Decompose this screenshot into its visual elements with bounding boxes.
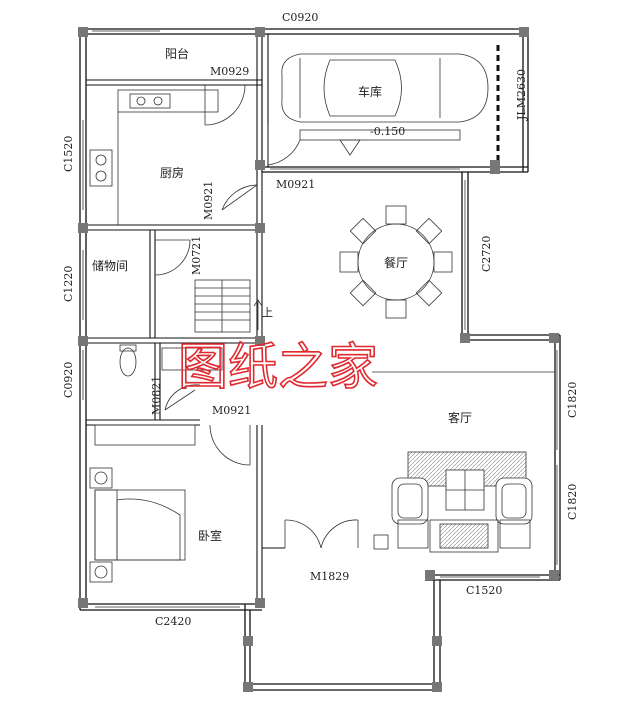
window-code-dining: C2720 (480, 236, 493, 272)
interior-walls (86, 34, 285, 604)
room-label-living: 客厅 (448, 410, 472, 425)
windows (82, 30, 558, 608)
staircase (194, 279, 263, 333)
window-code-storage: C1220 (62, 266, 75, 302)
doors (154, 84, 359, 549)
door-code-bedroom: M0921 (212, 404, 251, 417)
window-code-kitchen: C1520 (62, 136, 75, 172)
door-code-kitchen: M0921 (202, 181, 215, 220)
watermark: 图纸之家 (178, 338, 378, 396)
window-code-entry-right: C1520 (466, 584, 502, 597)
dining-set (339, 205, 453, 319)
window-code-top: C0920 (282, 11, 318, 24)
bed (89, 467, 186, 583)
car-icon (281, 53, 489, 156)
room-label-balcony: 阳台 (165, 46, 189, 61)
window-code-bath: C0920 (62, 362, 75, 398)
columns (78, 27, 559, 692)
exterior-walls (79, 28, 561, 691)
door-code-bath: M0821 (150, 376, 163, 415)
door-code-garage-dining: M0921 (276, 178, 315, 191)
window-code-living-2: C1820 (566, 484, 579, 520)
garage-door-code: JLM2630 (515, 69, 528, 121)
window-code-living-1: C1820 (566, 382, 579, 418)
room-label-storage: 储物间 (92, 258, 128, 273)
room-label-kitchen: 厨房 (160, 165, 184, 180)
room-label-dining: 餐厅 (384, 255, 408, 270)
door-code-entry: M1829 (310, 570, 349, 583)
kitchen-fixtures (89, 89, 219, 225)
window-code-bedroom: C2420 (155, 615, 191, 628)
room-label-bedroom: 卧室 (198, 528, 222, 543)
room-label-garage: 车库 (358, 84, 382, 99)
stair-up-label: 上 (262, 306, 273, 319)
garage-level: -0.150 (370, 125, 405, 138)
bathroom-fixtures (94, 344, 223, 446)
door-code-balcony: M0929 (210, 65, 249, 78)
living-room-furniture (373, 451, 533, 553)
door-code-storage: M0721 (190, 236, 203, 275)
